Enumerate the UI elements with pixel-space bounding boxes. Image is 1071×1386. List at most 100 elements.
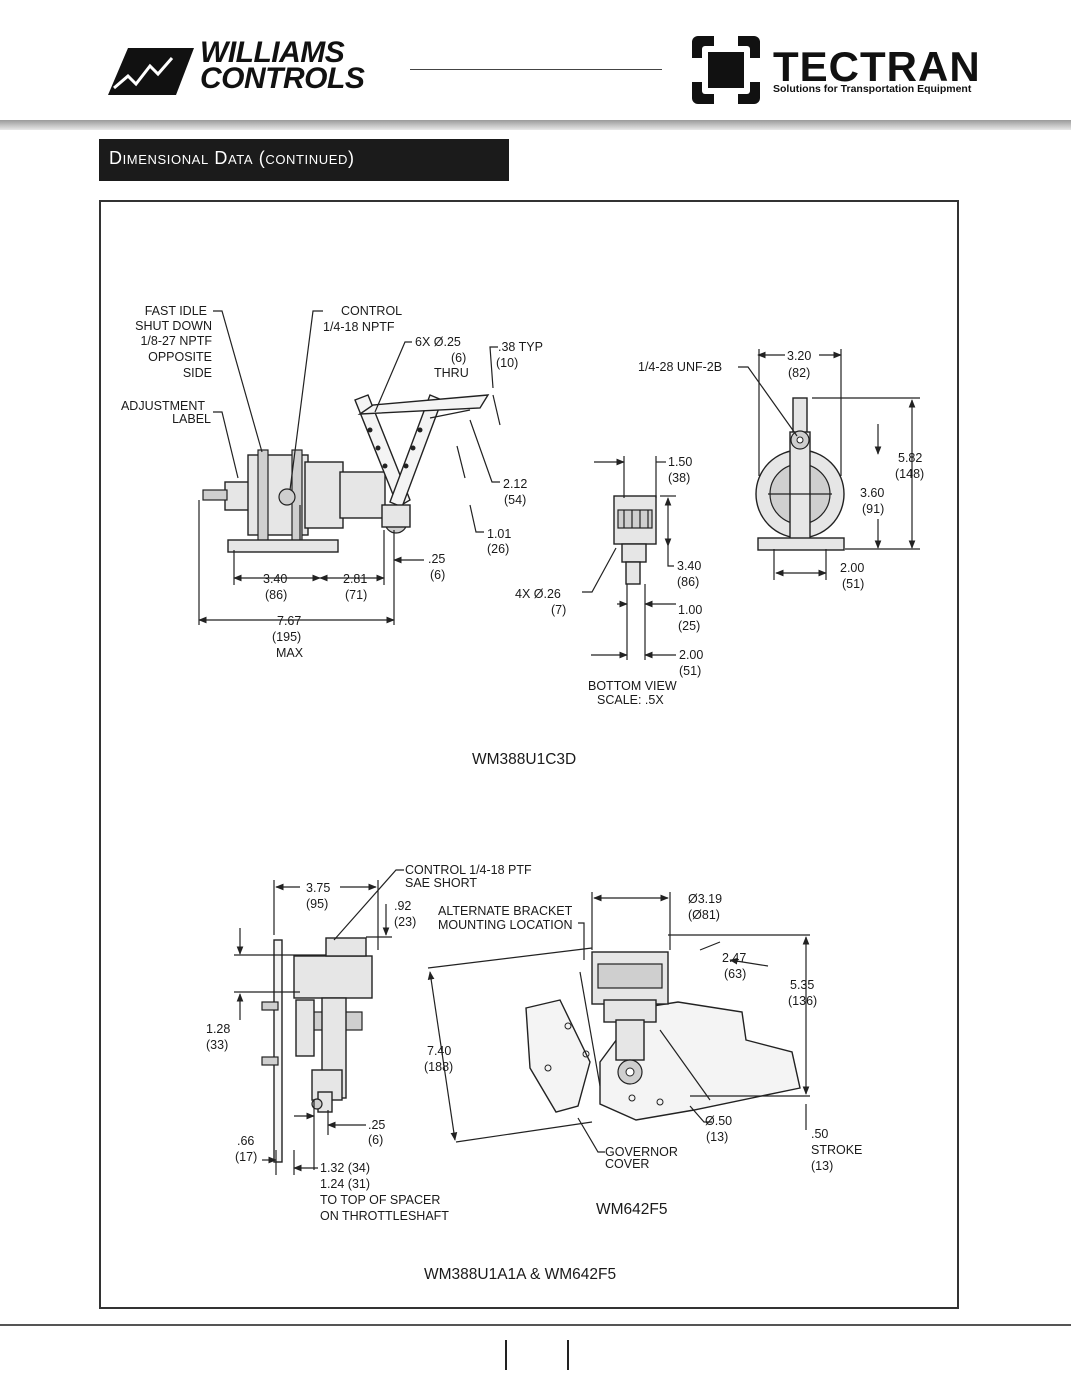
dim-2-47: (63) [724,967,746,981]
dim-3-19: (Ø81) [688,908,720,922]
figure1-caption: WM388U1C3D [472,751,576,768]
footer-rule [0,1324,1071,1326]
williams-controls-wordmark: WILLIAMS CONTROLS [200,36,365,95]
footer-divider-right [567,1340,569,1370]
dim-0-50-dia: (13) [706,1130,728,1144]
label-control-2: CONTROL 1/4-18 PTF [405,863,532,877]
figure2-caption: WM388U1A1A & WM642F5 [424,1266,616,1283]
dim-3-75: (95) [306,897,328,911]
dim-1-28: 1.28 [206,1022,230,1036]
dim-2-81: (71) [345,588,367,602]
label-fast-idle: FAST IDLE [145,304,207,318]
dim-5-82: (148) [895,467,924,481]
dim-0-66: .66 [237,1134,254,1148]
dim-stroke: (13) [811,1159,833,1173]
dim-0-25: .25 [428,552,445,566]
dim-2-00-bottom: 2.00 [679,648,703,662]
dim-0-66: (17) [235,1150,257,1164]
dim-1-24: 1.24 (31) [320,1177,370,1191]
tectran-logo [690,34,762,106]
dim-0-25-b: (6) [368,1133,383,1147]
label-spacer: ON THROTTLESHAFT [320,1209,449,1223]
label-alt-bracket: ALTERNATE BRACKET [438,904,573,918]
dim-3-40: 3.40 [263,572,287,586]
label-spacer: TO TOP OF SPACER [320,1193,440,1207]
label-holes: (6) [451,351,466,365]
dim-1-50: (38) [668,471,690,485]
header-divider [410,69,662,70]
dim-1-28: (33) [206,1038,228,1052]
header-shadow [0,120,1071,130]
bottom-view-label: SCALE: .5X [597,693,664,707]
label-alt-bracket: MOUNTING LOCATION [438,918,573,932]
dim-2-81: 2.81 [343,572,367,586]
label-control: 1/4-18 NPTF [323,320,395,334]
page-header: WILLIAMS CONTROLS TECTRAN Solutions for … [0,0,1071,122]
dim-1-32: 1.32 (34) [320,1161,370,1175]
dim-1-01: (26) [487,542,509,556]
label-unf: 1/4-28 UNF-2B [638,360,722,374]
dim-3-75: 3.75 [306,881,330,895]
dim-1-00: (25) [678,619,700,633]
label-adjustment: LABEL [172,412,211,426]
dim-7-40: 7.40 [427,1044,451,1058]
dim-7-67: (195) [272,630,301,644]
label-control-2: SAE SHORT [405,876,477,890]
dim-0-25: (6) [430,568,445,582]
side-view-wm388u1a1a [234,869,404,1175]
label-fast-idle: SHUT DOWN [135,319,212,333]
label-fast-idle: OPPOSITE [148,350,212,364]
dim-7-40: (188) [424,1060,453,1074]
dim-3-19: Ø3.19 [688,892,722,906]
dim-2-00-end: (51) [842,577,864,591]
dim-2-12: 2.12 [503,477,527,491]
dim-1-50: 1.50 [668,455,692,469]
wm642f5-view [427,892,810,1153]
label-holes: 6X Ø.25 [415,335,461,349]
label-governor-cover: GOVERNOR [605,1145,678,1159]
dim-stroke: .50 [811,1127,828,1141]
dim-5-35: (136) [788,994,817,1008]
label-control: CONTROL [341,304,402,318]
label-governor-cover: COVER [605,1157,649,1171]
dim-3-40: (86) [265,588,287,602]
dim-3-60: (91) [862,502,884,516]
dim-5-82: 5.82 [898,451,922,465]
section-title-bar: Dimensional Data (continued) [99,139,509,181]
bottom-view-label: BOTTOM VIEW [588,679,677,693]
dim-2-00-end: 2.00 [840,561,864,575]
footer-divider-left [505,1340,507,1370]
dim-4x-holes: 4X Ø.26 [515,587,561,601]
dim-5-35: 5.35 [790,978,814,992]
label-typ: (10) [496,356,518,370]
dim-2-12: (54) [504,493,526,507]
label-fast-idle: SIDE [183,366,212,380]
dim-3-60: 3.60 [860,486,884,500]
dim-stroke: STROKE [811,1143,862,1157]
figure2-subcaption: WM642F5 [596,1201,668,1218]
dim-3-40-bottom: 3.40 [677,559,701,573]
dim-7-67: 7.67 [277,614,301,628]
dim-0-50-dia: Ø.50 [705,1114,732,1128]
section-title: Dimensional Data (continued) [109,148,355,168]
label-adjustment: ADJUSTMENT [121,399,205,413]
label-fast-idle: 1/8-27 NPTF [140,334,212,348]
label-holes: THRU [434,366,469,380]
dim-4x-holes: (7) [551,603,566,617]
dim-0-92: (23) [394,915,416,929]
dim-1-00: 1.00 [678,603,702,617]
end-view [738,349,920,580]
dim-2-47: 2.47 [722,951,746,965]
dim-0-25-b: .25 [368,1118,385,1132]
label-typ: .38 TYP [498,340,543,354]
williams-controls-logo [108,48,194,95]
bottom-view [582,456,676,660]
dim-7-67: MAX [276,646,304,660]
dim-0-92: .92 [394,899,411,913]
dim-3-20: 3.20 [787,349,811,363]
tectran-wordmark: TECTRAN [773,43,981,90]
dim-2-00-bottom: (51) [679,664,701,678]
figure-wm388u1c3d: FAST IDLE SHUT DOWN 1/8-27 NPTF OPPOSITE… [121,304,924,768]
drawing-frame [99,200,959,1309]
